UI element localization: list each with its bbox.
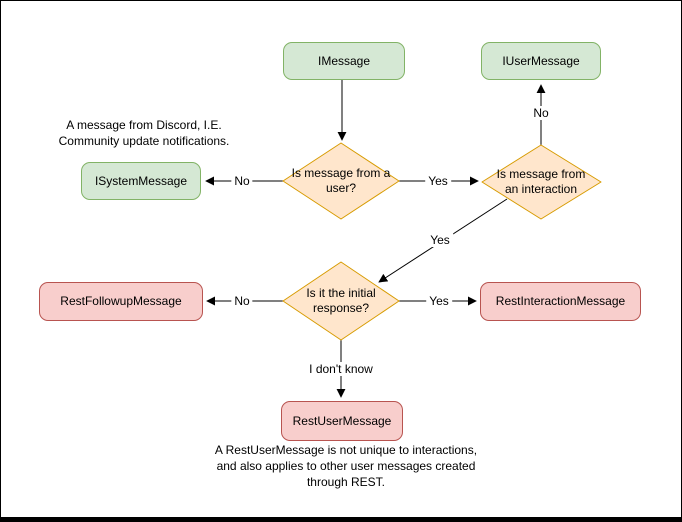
- diamond-label-is-from-user: Is message from a user?: [291, 166, 391, 195]
- diamond-is-from-interaction: [481, 144, 602, 220]
- node-restinteractionmessage: RestInteractionMessage: [480, 282, 641, 321]
- note-rest-user-message: A RestUserMessage is not unique to inter…: [215, 443, 477, 491]
- edge-label-from-user-yes: Yes: [425, 174, 451, 188]
- edge-label-interaction-no: No: [530, 106, 552, 120]
- edge-label-initial-yes: Yes: [426, 294, 452, 308]
- node-restusermessage: RestUserMessage: [281, 401, 403, 441]
- node-label: RestFollowupMessage: [60, 294, 182, 309]
- note-line: through REST.: [306, 474, 386, 489]
- note-line: A RestUserMessage is not unique to inter…: [214, 443, 478, 458]
- edge-label-from-user-no: No: [231, 174, 253, 188]
- edge-label-initial-unknown: I don't know: [306, 362, 376, 376]
- node-iusermessage: IUserMessage: [481, 42, 601, 80]
- node-isystemmessage: ISystemMessage: [81, 162, 201, 200]
- diamond-is-from-user: [282, 142, 400, 220]
- diamond-label-is-initial-response: Is it the initial response?: [306, 286, 376, 315]
- node-label: ISystemMessage: [94, 173, 188, 188]
- note-line: and also applies to other user messages …: [216, 459, 476, 474]
- note-line: Community update notifications.: [58, 134, 230, 148]
- edge-label-initial-no: No: [231, 294, 253, 308]
- node-label: IMessage: [317, 53, 371, 68]
- diamond-label-is-from-interaction: Is message from an interaction: [496, 167, 586, 196]
- diamond-is-initial-response: [282, 261, 400, 341]
- node-imessage: IMessage: [283, 42, 405, 80]
- note-system-message: A message from Discord, I.E. Community u…: [59, 118, 230, 150]
- node-label: IUserMessage: [502, 53, 580, 68]
- node-restfollowupmessage: RestFollowupMessage: [39, 282, 203, 321]
- node-label: RestUserMessage: [292, 413, 392, 428]
- note-line: A message from Discord, I.E.: [66, 118, 222, 133]
- edge-label-interaction-yes: Yes: [427, 233, 453, 247]
- node-label: RestInteractionMessage: [495, 294, 626, 309]
